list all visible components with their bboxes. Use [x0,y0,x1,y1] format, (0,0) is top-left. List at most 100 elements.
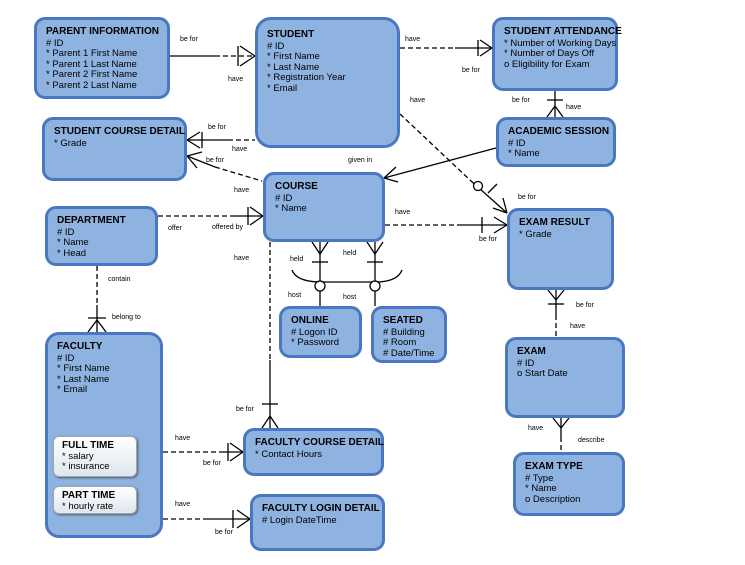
entity-attribute: * Number of Days Off [504,48,595,59]
relationship-label: have [566,104,582,111]
entity-title: FACULTY LOGIN DETAIL [262,503,380,514]
relationship-label: be for [236,406,254,413]
relationship-label: held [343,250,357,257]
relationship-label: have [175,501,191,508]
relationship-label: be for [576,302,594,309]
relationship-label: be for [512,97,530,104]
entity-attribute: o Start Date [517,368,568,379]
subtype-attribute: * salary [62,450,94,462]
relationship-label: be for [215,529,233,536]
entity-attribute: # ID [508,137,526,149]
relationship-label: be for [479,236,497,243]
entity-attribute: * Registration Year [267,72,346,83]
relationship-label: have [395,209,411,216]
subtype-attribute: * insurance [62,461,110,472]
entity-exam-type[interactable]: EXAM TYPE # Type * Name o Description [513,452,625,516]
entity-attribute: * Grade [54,137,87,149]
relationship-label: host [343,294,357,301]
entity-online[interactable]: ONLINE # Logon ID * Password [279,306,362,358]
relationship-label: have [234,187,250,194]
entity-attribute: # ID [267,40,285,52]
relationship-label: given in [348,157,373,164]
entity-title: COURSE [275,181,318,192]
relationship-label: be for [518,194,536,201]
entity-parent-information[interactable]: PARENT INFORMATION # ID * Parent 1 First… [34,17,170,99]
entity-exam[interactable]: EXAM # ID o Start Date [505,337,625,418]
entity-student-attendance[interactable]: STUDENT ATTENDANCE * Number of Working D… [492,17,622,91]
entity-seated[interactable]: SEATED # Building # Room # Date/Time [371,306,447,363]
subtype-attribute: * hourly rate [62,500,114,512]
entity-attribute: * Head [57,247,87,259]
entity-attribute: * Name [525,483,557,494]
entity-attribute: * First Name [57,363,110,374]
entity-faculty-course-detail[interactable]: FACULTY COURSE DETAIL * Contact Hours [243,428,384,476]
entity-academic-session[interactable]: ACADEMIC SESSION # ID * Name [496,117,616,167]
entity-attribute: # Building [383,326,425,338]
relationship-label: have [528,425,544,432]
entity-title: STUDENT [267,29,315,40]
entity-attribute: * Parent 1 Last Name [46,58,137,70]
entity-attribute: o Eligibility for Exam [504,58,590,70]
entity-attribute: * Name [508,148,540,159]
entity-faculty-login-detail[interactable]: FACULTY LOGIN DETAIL # Login DateTime [250,494,385,551]
entity-exam-result[interactable]: EXAM RESULT * Grade [507,208,614,290]
relationship-label: contain [108,276,131,283]
entity-attribute: * Number of Working Days [504,37,617,49]
entity-title: ACADEMIC SESSION [508,126,610,137]
entity-attribute: * First Name [267,51,320,62]
entity-attribute: # ID [517,357,535,369]
relationship-label: held [290,256,304,263]
entity-attribute: # ID [275,192,293,204]
entity-attribute: # Login DateTime [262,514,337,526]
relationship-label: offered by [212,224,244,231]
relationship-label: have [234,255,250,262]
entity-title: FACULTY [57,341,103,352]
entity-title: SEATED [383,315,423,326]
entity-attribute: * Email [267,82,298,94]
entity-attribute: # ID [46,37,64,49]
relationship-label: have [175,435,191,442]
entity-department[interactable]: DEPARTMENT # ID * Name * Head [45,206,158,266]
entity-title: STUDENT COURSE DETAIL [54,126,185,137]
entity-attribute: # Logon ID [291,326,338,338]
relationship-label: be for [180,36,198,43]
entity-attribute: * Parent 2 First Name [46,69,138,80]
relationship-label: be for [462,67,480,74]
subtype-part-time[interactable]: PART TIME * hourly rate [53,486,137,514]
subtype-full-time[interactable]: FULL TIME * salary * insurance [53,436,137,477]
subtype-title: FULL TIME [62,440,115,451]
entity-title: FACULTY COURSE DETAIL [255,437,384,448]
entity-attribute: # ID [57,352,75,364]
entity-course[interactable]: COURSE # ID * Name [263,172,385,242]
entity-student[interactable]: STUDENT # ID * First Name * Last Name * … [255,17,400,148]
entity-attribute: * Password [291,337,340,348]
entity-title: EXAM TYPE [525,461,583,472]
entity-attribute: # Type [525,472,554,484]
entity-student-course-detail[interactable]: STUDENT COURSE DETAIL * Grade [42,117,187,181]
entity-title: PARENT INFORMATION [46,26,159,37]
entity-attribute: * Last Name [57,373,110,385]
entity-title: STUDENT ATTENDANCE [504,26,622,37]
relationship-label: belong to [112,314,141,321]
relationship-label: describe [578,437,605,444]
relationship-label: be for [203,460,221,467]
relationship-label: be for [206,157,224,164]
relationship-label: have [410,97,426,104]
entity-title: ONLINE [291,315,329,326]
entity-attribute: # Date/Time [383,347,435,359]
entity-attribute: * Contact Hours [255,448,323,460]
relationship-label: be for [208,124,226,131]
entity-attribute: * Parent 1 First Name [46,48,138,59]
entity-title: EXAM [517,346,546,357]
entity-title: EXAM RESULT [519,217,590,228]
relationship-label: have [405,36,421,43]
entity-attribute: o Description [525,493,581,505]
relationship-label: host [288,292,302,299]
entity-attribute: * Parent 2 Last Name [46,79,137,91]
relationship-label: have [570,323,586,330]
entity-attribute: * Name [275,203,307,214]
entity-attribute: # Room [383,337,417,348]
entity-attribute: * Email [57,384,88,395]
